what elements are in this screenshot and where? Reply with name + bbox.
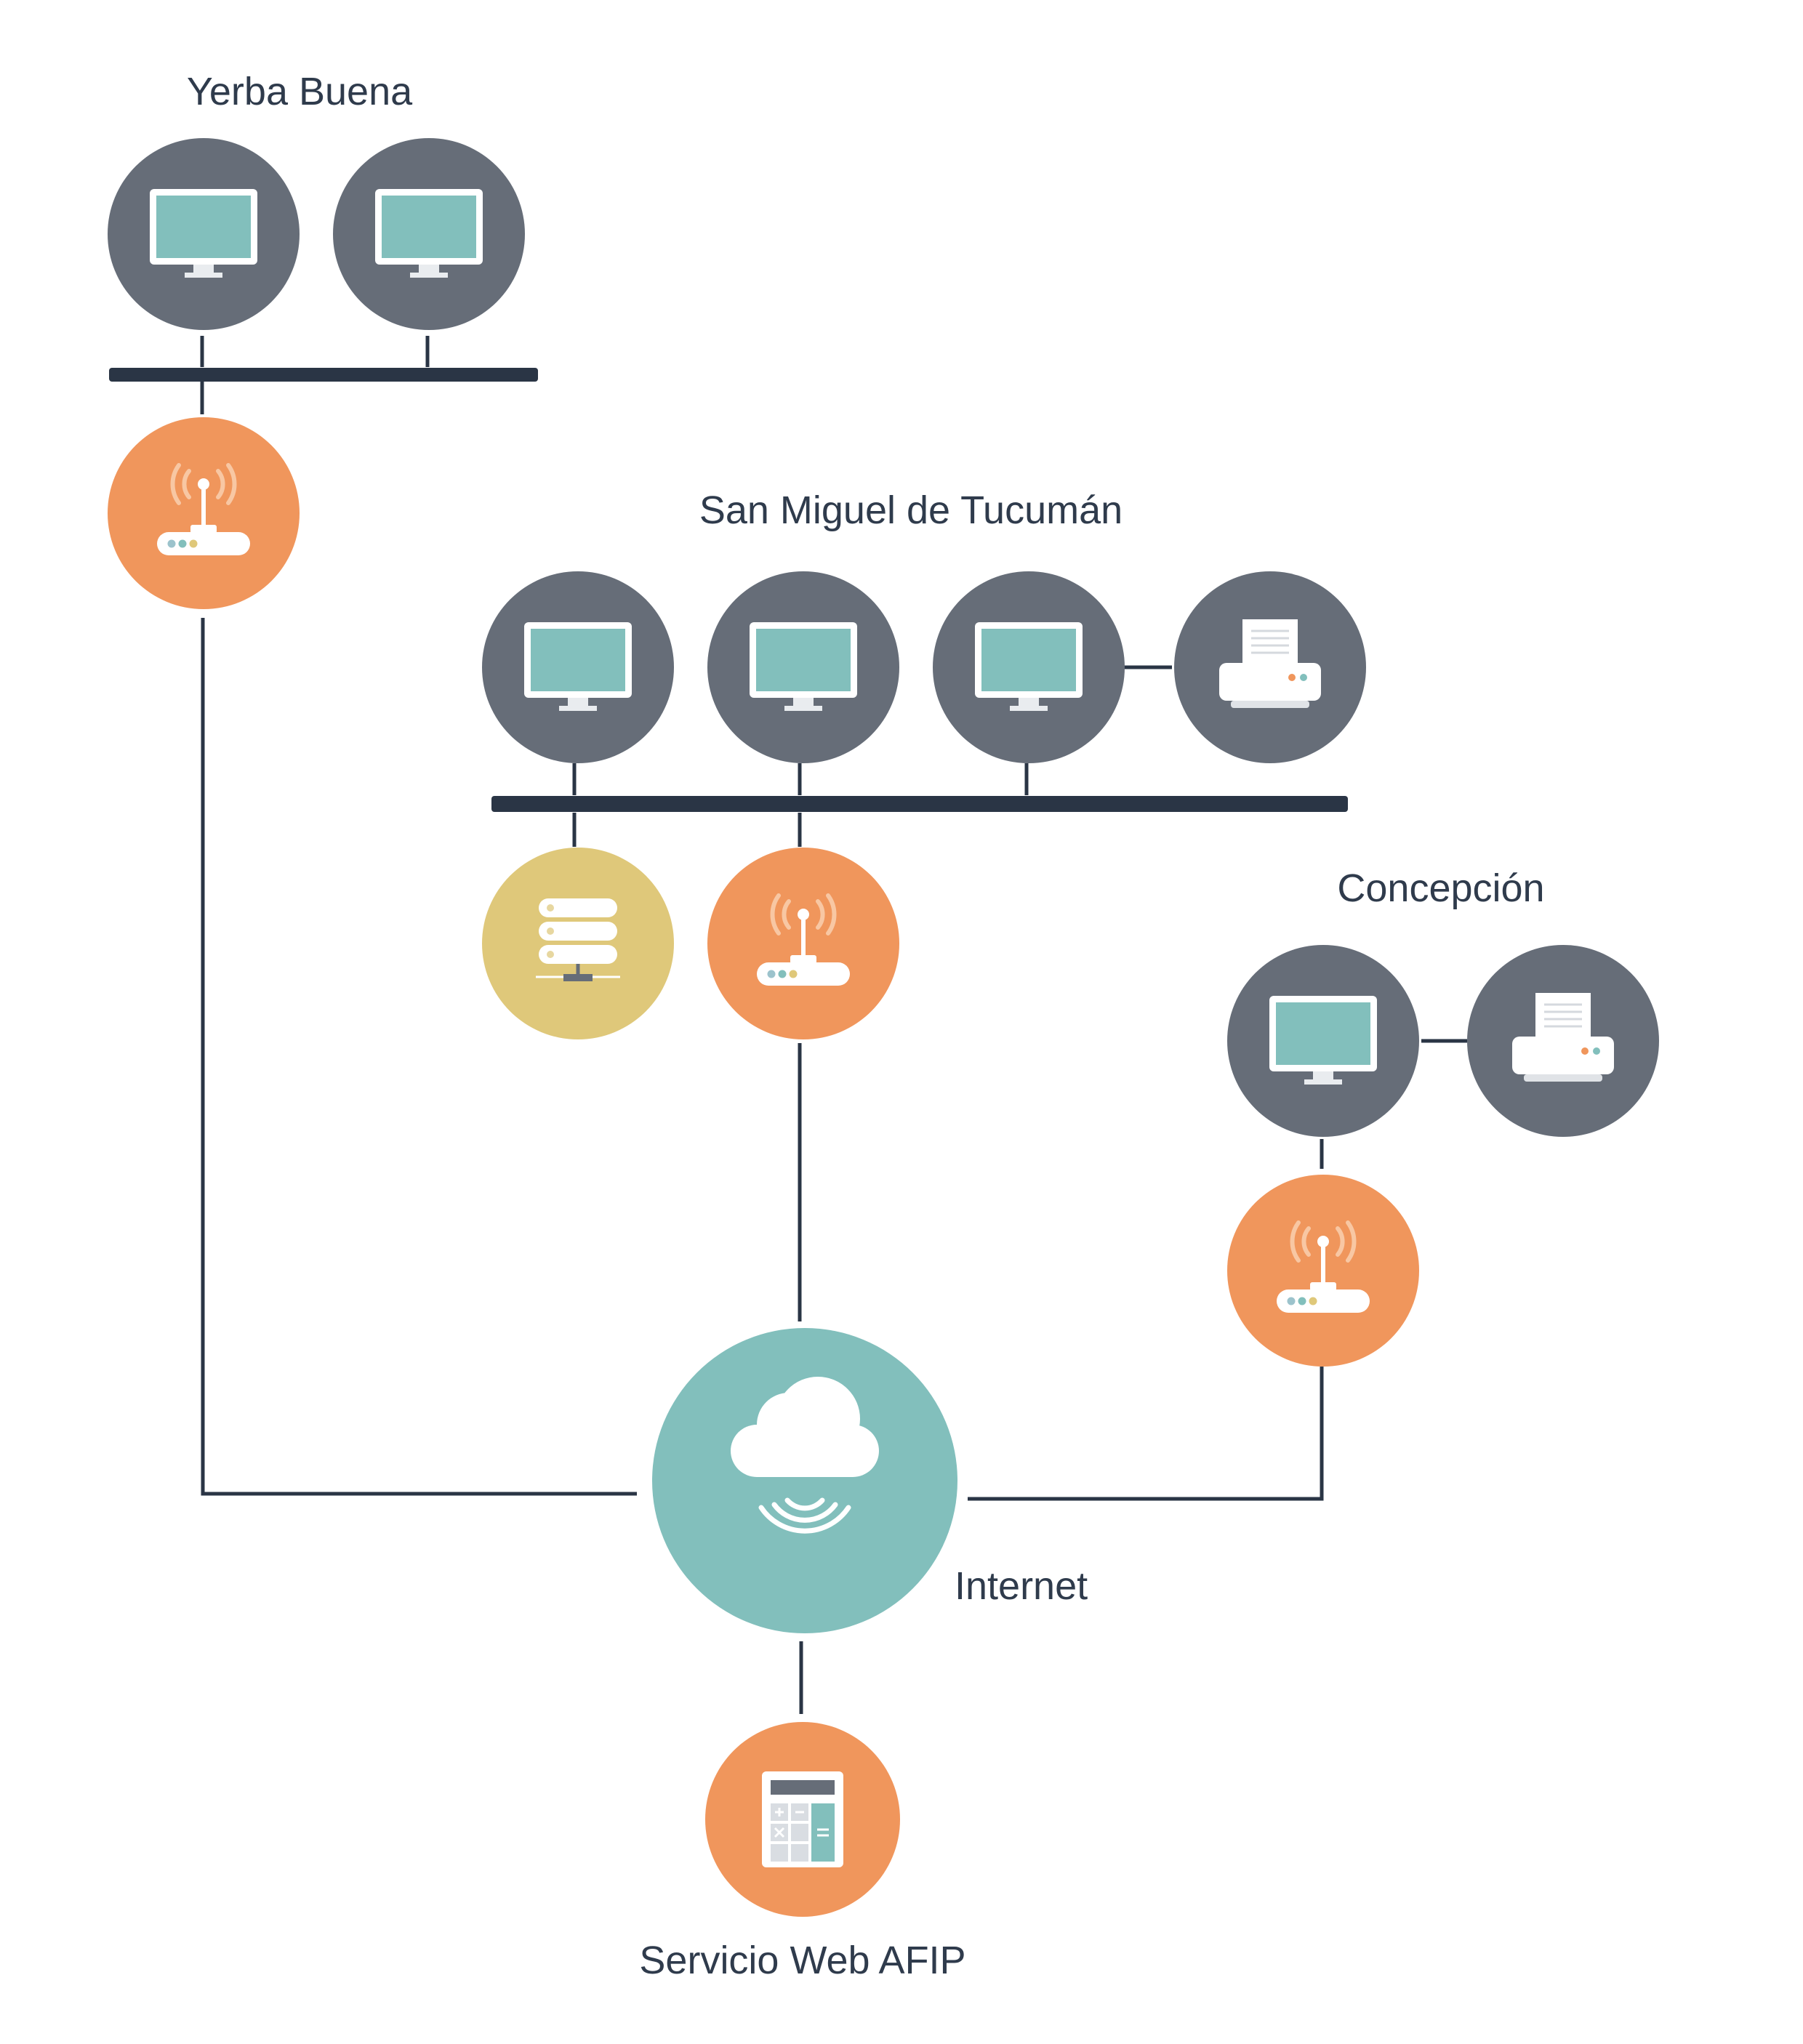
group-label-yerba-buena: Yerba Buena <box>187 70 413 113</box>
calculator-icon <box>760 1770 845 1869</box>
monitor-icon <box>524 622 632 711</box>
monitor-icon <box>150 189 257 278</box>
monitor-icon <box>1269 996 1377 1085</box>
afip-node <box>705 1722 900 1917</box>
group-label-san-miguel: San Miguel de Tucumán <box>699 488 1123 532</box>
smt-printer <box>1174 571 1366 763</box>
internet-node <box>652 1328 957 1633</box>
smt-router <box>707 848 899 1039</box>
monitor-icon <box>975 622 1083 711</box>
smt-server <box>482 848 674 1039</box>
con-router <box>1227 1175 1419 1367</box>
yb-network-bus <box>109 368 538 382</box>
yb-computer-1 <box>108 138 300 330</box>
yb-router <box>108 417 300 609</box>
smt-computer-3 <box>933 571 1125 763</box>
con-computer <box>1227 945 1419 1137</box>
smt-network-bus <box>491 796 1348 812</box>
afip-label: Servicio Web AFIP <box>639 1939 965 1982</box>
group-label-concepcion: Concepción <box>1337 866 1544 910</box>
monitor-icon <box>750 622 857 711</box>
link-yb-internet <box>201 618 637 1496</box>
connection-lines <box>200 336 1467 1714</box>
internet-label: Internet <box>955 1564 1088 1608</box>
link-con-internet <box>968 1367 1324 1501</box>
con-printer <box>1467 945 1659 1137</box>
monitor-icon <box>375 189 483 278</box>
yb-computer-2 <box>333 138 525 330</box>
smt-computer-1 <box>482 571 674 763</box>
smt-computer-2 <box>707 571 899 763</box>
